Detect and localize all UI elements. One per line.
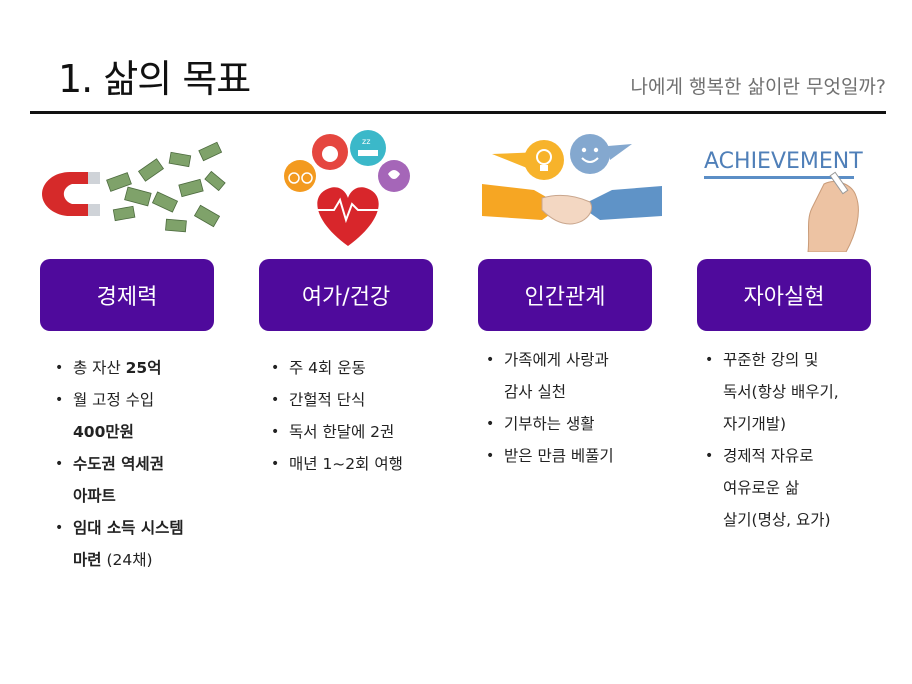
list-item: 꾸준한 강의 및 독서(항상 배우기, 자기개발) [705, 344, 839, 440]
title-divider [30, 111, 886, 114]
card-leisure-health: 여가/건강 [259, 259, 433, 331]
bullet-text: 경제적 자유로 [723, 447, 814, 465]
list-item: 기부하는 생활 [486, 408, 614, 440]
money-bills-icon [106, 141, 226, 233]
bullet-text: 감사 실천 [504, 383, 566, 401]
leisure-list: 주 4회 운동 간헐적 단식 독서 한달에 2권 매년 1~2회 여행 [271, 352, 403, 480]
card-economic-power: 경제력 [40, 259, 214, 331]
lightbulb-icon [524, 140, 564, 180]
achievement-hand-icon: ACHIEVEMENT [704, 149, 863, 252]
bullet-text: 총 자산 [73, 359, 126, 377]
bullet-emphasis: 아파트 [73, 487, 116, 505]
magnet-money-icon [42, 141, 226, 233]
bike-icon [284, 160, 316, 192]
list-item: 매년 1~2회 여행 [271, 448, 403, 480]
handshake-icon [482, 134, 662, 225]
bullet-emphasis: 400만원 [73, 423, 134, 441]
bullet-text: (24채) [101, 551, 153, 569]
page-title: 1. 삶의 목표 [58, 57, 251, 101]
bullet-text: 살기(명상, 요가) [723, 511, 831, 529]
svg-text:zz: zz [362, 137, 370, 146]
bullet-emphasis: 25억 [125, 359, 162, 377]
list-item: 수도권 역세권 아파트 [55, 448, 184, 512]
bullet-text: 월 고정 수입 [73, 391, 155, 409]
relationships-list: 가족에게 사랑과 감사 실천 기부하는 생활 받은 만큼 베풀기 [486, 344, 614, 472]
bullet-emphasis: 수도권 역세권 [73, 455, 164, 473]
sleep-icon [350, 130, 386, 166]
magnet-icon [42, 172, 100, 216]
achievement-text: ACHIEVEMENT [704, 149, 863, 174]
card-self-realization: 자아실현 [697, 259, 871, 331]
bullet-text: 자기개발) [723, 415, 787, 433]
bullet-text: 독서(항상 배우기, [723, 383, 839, 401]
list-item: 주 4회 운동 [271, 352, 403, 384]
bullet-text: 꾸준한 강의 및 [723, 351, 819, 369]
bullet-text: 여유로운 삶 [723, 479, 800, 497]
list-item: 경제적 자유로 여유로운 삶 살기(명상, 요가) [705, 440, 839, 536]
page-subtitle: 나에게 행복한 삶이란 무엇일까? [630, 76, 886, 98]
smile-icon [570, 134, 610, 174]
economic-list: 총 자산 25억 월 고정 수입 400만원 수도권 역세권 아파트 임대 소득… [55, 352, 184, 576]
list-item: 임대 소득 시스템 마련 (24채) [55, 512, 184, 576]
card-relationships: 인간관계 [478, 259, 652, 331]
list-item: 독서 한달에 2권 [271, 416, 403, 448]
bullet-emphasis: 마련 [73, 551, 102, 569]
list-item: 월 고정 수입 400만원 [55, 384, 184, 448]
list-item: 간헐적 단식 [271, 384, 403, 416]
bullet-text: 가족에게 사랑과 [504, 351, 609, 369]
self-realization-list: 꾸준한 강의 및 독서(항상 배우기, 자기개발) 경제적 자유로 여유로운 삶… [705, 344, 839, 536]
list-item: 가족에게 사랑과 감사 실천 [486, 344, 614, 408]
bullet-emphasis: 임대 소득 시스템 [73, 519, 184, 537]
list-item: 총 자산 25억 [55, 352, 184, 384]
heart-health-icon: zz [284, 130, 410, 246]
list-item: 받은 만큼 베풀기 [486, 440, 614, 472]
